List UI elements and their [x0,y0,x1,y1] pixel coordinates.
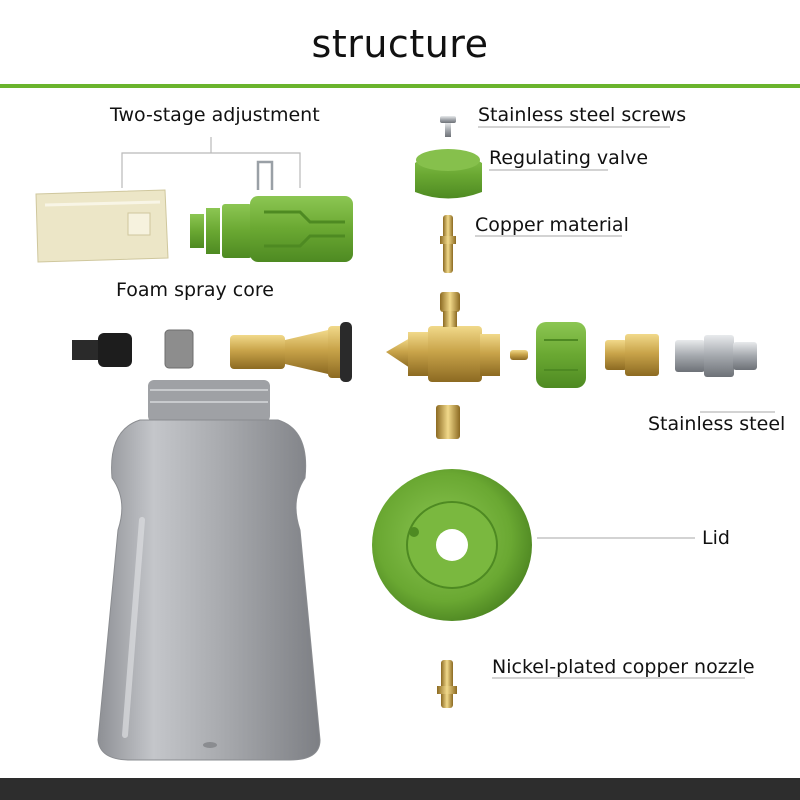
label-nickel-plated-copper-nozzle: Nickel-plated copper nozzle [492,656,755,678]
label-stainless-steel: Stainless steel [648,413,786,435]
green-nut [536,322,586,388]
label-lid: Lid [702,527,730,549]
steel-screw [440,116,456,137]
green-adjuster [190,160,353,262]
copper-nozzle [437,660,457,708]
leader-lines [121,126,775,679]
bottle [97,380,321,761]
footer-bar [0,778,800,800]
cream-sleeve [35,189,169,263]
foam-core-mesh [164,329,194,369]
label-stainless-steel-screws: Stainless steel screws [478,104,687,126]
copper-pin [440,215,456,273]
regulating-valve [415,149,482,199]
brass-connector [605,334,659,376]
label-foam-spray-core: Foam spray core [116,279,274,301]
brass-lance [230,322,352,382]
label-two-stage-adjustment: Two-stage adjustment [110,104,320,126]
brass-body [386,292,528,439]
page-title: structure [311,22,489,66]
green-lid [372,469,532,621]
black-cap [72,333,132,367]
two-stage-bracket [121,152,301,188]
title-divider [0,84,800,88]
label-copper-material: Copper material [475,214,629,236]
steel-coupler [675,335,757,377]
label-regulating-valve: Regulating valve [489,147,649,169]
